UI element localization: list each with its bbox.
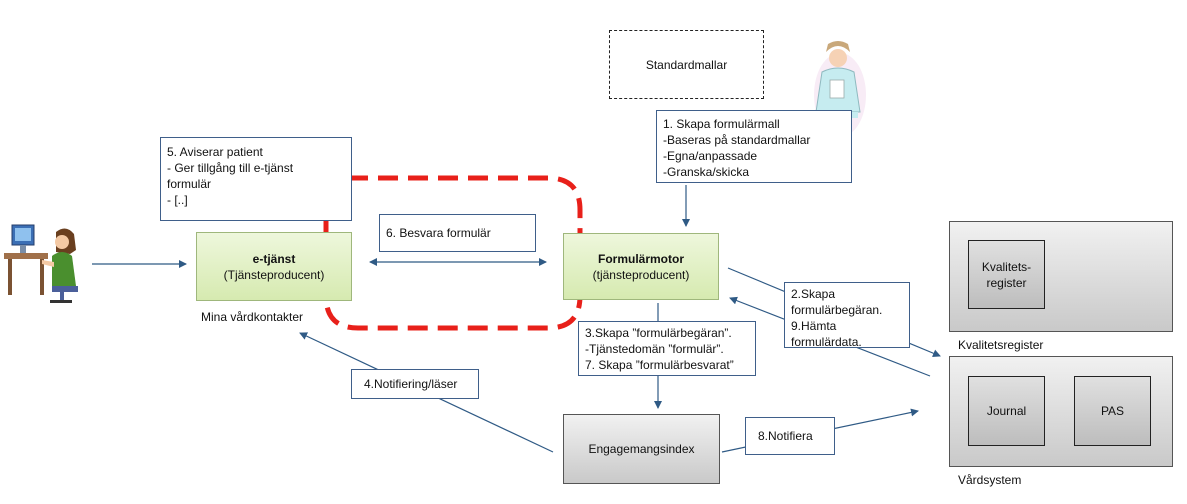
step29-note: 2.Skapa formulärbegäran. 9.Hämta formulä… <box>784 282 910 349</box>
standardmallar-box: Standardmallar <box>609 30 764 99</box>
engagemangsindex-box: Engagemangsindex <box>563 414 720 484</box>
formularmotor-box: Formulärmotor (tjänsteproducent) <box>563 233 719 300</box>
pas-box: PAS <box>1074 376 1151 446</box>
step8-note: 8.Notifiera <box>745 417 835 455</box>
kvalitetsregister-inner-line: Kvalitets- <box>981 259 1032 274</box>
formularmotor-subtitle: (tjänsteproducent) <box>592 267 690 282</box>
step29-line: formulärbegäran. <box>791 303 883 317</box>
pas-label: PAS <box>1100 404 1125 418</box>
etjanst-subtitle: (Tjänsteproducent) <box>223 267 325 282</box>
step1-line: -Egna/anpassade <box>663 149 758 163</box>
step5-line: - Ger tillgång till e-tjänst <box>167 161 294 175</box>
step1-note: 1. Skapa formulärmall -Baseras på standa… <box>656 110 852 183</box>
step37-note: 3.Skapa ”formulärbegäran”. -Tjänstedomän… <box>578 321 756 376</box>
step1-line: -Granska/skicka <box>663 165 750 179</box>
etjanst-box: e-tjänst (Tjänsteproducent) <box>196 232 352 301</box>
step1-line: 1. Skapa formulärmall <box>663 117 780 131</box>
step37-line: -Tjänstedomän ”formulär”. <box>585 342 724 356</box>
journal-label: Journal <box>986 404 1027 418</box>
step6-label: 6. Besvara formulär <box>386 226 491 240</box>
patient-computer-icon <box>4 224 78 303</box>
step4-label: 4.Notifiering/läser <box>364 377 458 391</box>
kvalitetsregister-inner-box: Kvalitets- register <box>968 240 1045 309</box>
journal-box: Journal <box>968 376 1045 446</box>
step37-line: 3.Skapa ”formulärbegäran”. <box>585 326 732 340</box>
etjanst-title: e-tjänst <box>252 251 296 266</box>
step6-note: 6. Besvara formulär <box>379 214 536 252</box>
etjanst-caption: Mina vårdkontakter <box>201 310 304 324</box>
step5-line: formulär <box>167 177 212 191</box>
step37-line: 7. Skapa ”formulärbesvarat” <box>585 358 734 372</box>
engagemangsindex-label: Engagemangsindex <box>588 442 695 456</box>
highlight-dashed-outline <box>323 175 583 331</box>
step5-line: 5. Aviserar patient <box>167 145 263 159</box>
kvalitetsregister-inner-line: register <box>986 275 1027 290</box>
step5-line: - [..] <box>167 193 188 207</box>
standardmallar-label: Standardmallar <box>645 57 728 72</box>
step8-label: 8.Notifiera <box>758 429 813 443</box>
step29-line: 9.Hämta <box>791 319 837 333</box>
kvalitetsregister-caption: Kvalitetsregister <box>958 338 1044 352</box>
step1-line: -Baseras på standardmallar <box>663 133 811 147</box>
vardsystem-caption: Vårdsystem <box>958 473 1022 487</box>
step4-note: 4.Notifiering/läser <box>351 369 479 399</box>
step29-line: 2.Skapa <box>791 287 836 301</box>
formularmotor-title: Formulärmotor <box>597 251 684 266</box>
step29-line: formulärdata. <box>791 335 862 349</box>
step5-note: 5. Aviserar patient - Ger tillgång till … <box>160 137 352 221</box>
